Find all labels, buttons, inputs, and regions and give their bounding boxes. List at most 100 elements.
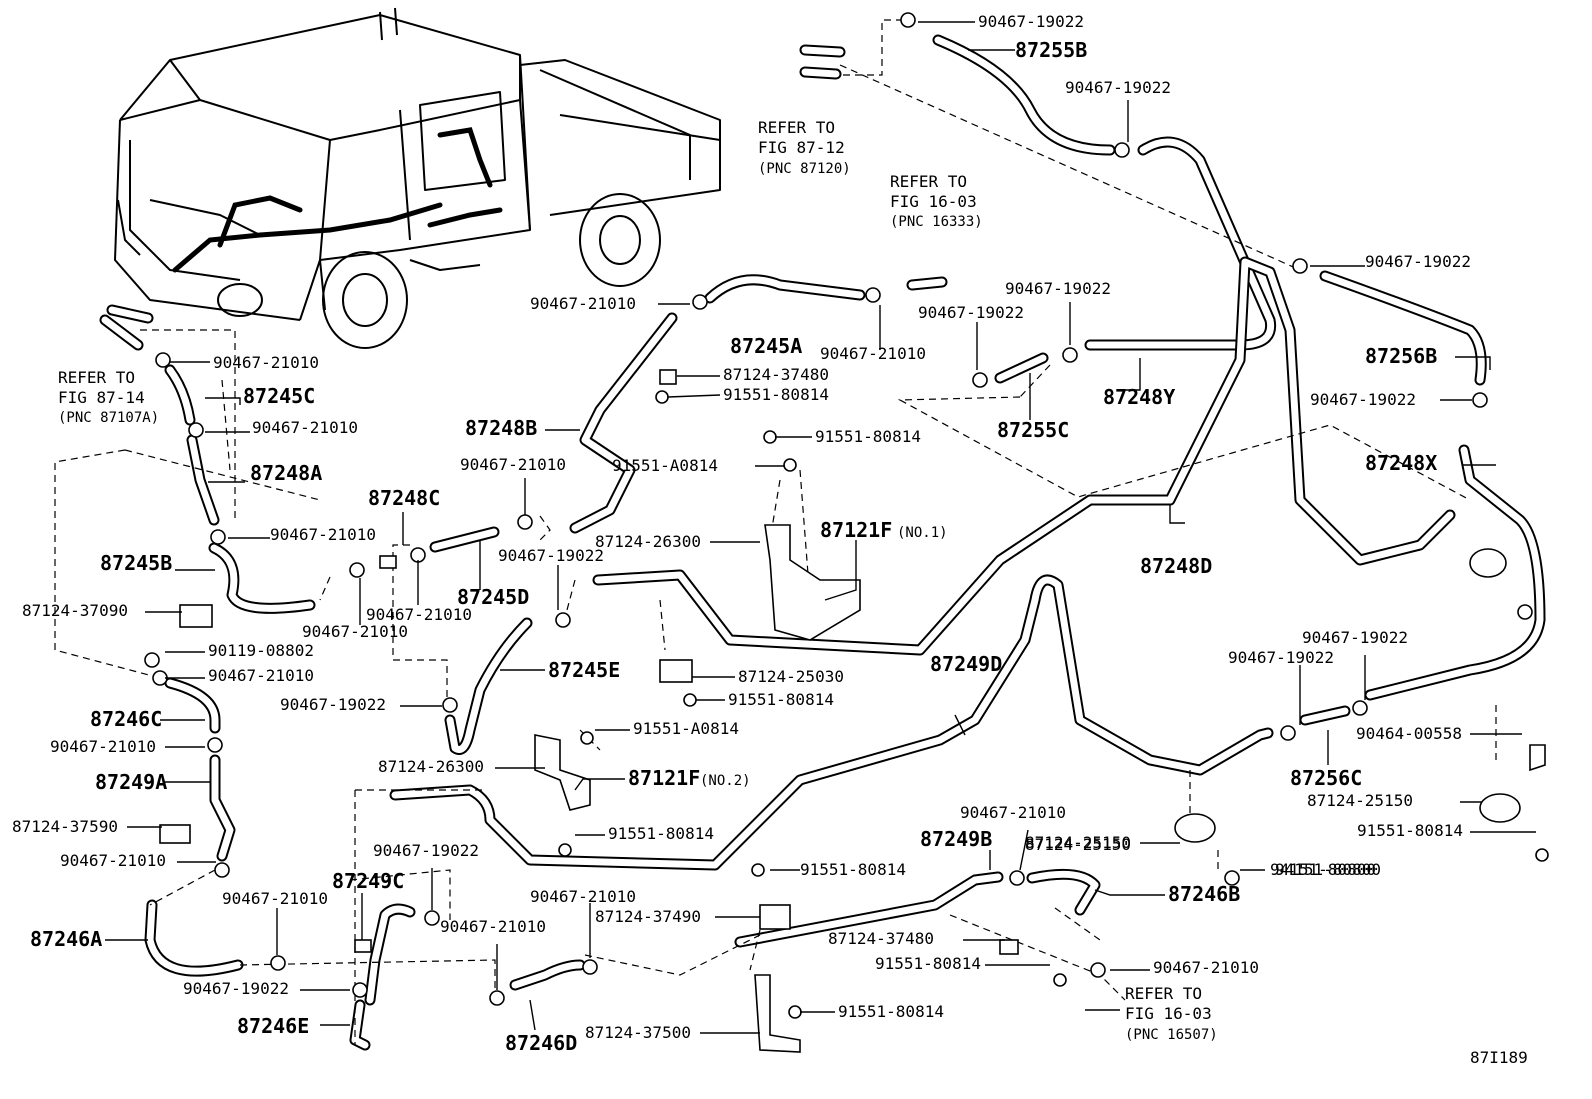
bolt-icon <box>783 458 797 472</box>
hose-clamp-icon <box>582 959 598 975</box>
hose-clamp-icon <box>424 910 440 926</box>
clip-icon <box>179 604 213 628</box>
part-label: (NO.2) <box>700 773 751 789</box>
ref-note-line: FIG 16-03 <box>1125 1004 1212 1023</box>
part-label: (NO.1) <box>897 525 948 541</box>
part-label: 87245B <box>100 551 172 575</box>
hose-clamp-icon <box>1114 142 1130 158</box>
part-label: 91551-80814 <box>608 824 714 843</box>
part-label: 87124-37490 <box>595 907 701 926</box>
hose-clamp-icon <box>1292 258 1308 274</box>
clip-icon <box>659 659 693 683</box>
reference-notes: REFER TO FIG 87-12 (PNC 87120) REFER TO … <box>58 118 1218 1043</box>
bracket-icon <box>754 974 801 1053</box>
hose-87249D <box>389 574 1274 871</box>
part-label: 90467-21010 <box>222 889 328 908</box>
part-label: 90467-19022 <box>1310 390 1416 409</box>
part-label: 87249C <box>332 869 404 893</box>
hose-refer-stubs <box>99 44 948 351</box>
part-label: 87246B <box>1168 882 1240 906</box>
part-label: 87124-26300 <box>595 532 701 551</box>
part-label: 87124-37480 <box>723 365 829 384</box>
clip-icon <box>999 939 1019 955</box>
hose-clamp-icon <box>1062 347 1078 363</box>
hose-87249B <box>734 871 1004 948</box>
hose-clamp-icon <box>1472 392 1488 408</box>
part-label: 87248A <box>250 461 322 485</box>
part-label: 90467-21010 <box>302 622 408 641</box>
clip-icon <box>659 369 677 385</box>
part-label: 87255B <box>1015 38 1087 62</box>
bolt-icon <box>683 693 697 707</box>
ref-note-line: (PNC 87120) <box>758 161 851 177</box>
bolt-icon <box>788 1005 802 1019</box>
hose-87256B <box>1319 270 1487 386</box>
hose-clamp-icon <box>410 547 426 563</box>
hose-clamp-icon <box>349 562 365 578</box>
part-label: 87248B <box>465 416 537 440</box>
hose-clamp-icon <box>188 422 204 438</box>
bolt-icon <box>580 731 594 745</box>
hose-87246E <box>349 999 371 1051</box>
hose-clamp-icon <box>692 294 708 310</box>
ref-note-line: FIG 16-03 <box>890 192 977 211</box>
part-label: 87124-37480 <box>828 929 934 948</box>
bolt-icon <box>763 430 777 444</box>
part-label: 91551-80814 <box>1357 821 1463 840</box>
connector-icon <box>354 939 372 953</box>
hose-clamp-icon <box>1009 870 1025 886</box>
hose-87256C <box>1299 705 1351 726</box>
hose-clamp-icon <box>155 352 171 368</box>
part-label: 90467-19022 <box>1365 252 1471 271</box>
ref-note-line: REFER TO <box>758 118 835 137</box>
part-label: 90467-21010 <box>1153 958 1259 977</box>
connector-icon <box>379 555 397 569</box>
part-label: 90467-19022 <box>918 303 1024 322</box>
hose-clamp-icon <box>865 287 881 303</box>
part-label: 90467-21010 <box>366 605 472 624</box>
part-label: 87124-26300 <box>378 757 484 776</box>
hose-clamp-icon <box>555 612 571 628</box>
hose-87246A <box>144 899 244 977</box>
part-label: 87256B <box>1365 344 1437 368</box>
part-label: 87124-37590 <box>12 817 118 836</box>
hose-clamp-icon <box>972 372 988 388</box>
clip-icon <box>159 824 191 844</box>
hose-87255C <box>994 352 1049 384</box>
hose-87248X <box>1364 444 1546 701</box>
part-label: 90467-21010 <box>208 666 314 685</box>
part-label: 90467-19022 <box>183 979 289 998</box>
hose-clamp-icon <box>270 955 286 971</box>
hose-87255B <box>932 34 1116 156</box>
part-label: 87248D <box>1140 554 1212 578</box>
hose-87246B <box>1026 868 1101 916</box>
hose-clamp-icon <box>352 982 368 998</box>
part-label: 87124-25150 <box>1025 835 1131 854</box>
bolt-icon <box>144 652 160 668</box>
part-label: 90467-21010 <box>270 525 376 544</box>
grommet-icon <box>1469 548 1507 578</box>
part-label: 90467-21010 <box>820 344 926 363</box>
part-label: 90467-21010 <box>530 887 636 906</box>
part-label: 90467-21010 <box>960 803 1066 822</box>
part-label: 87124-25030 <box>738 667 844 686</box>
nut-icon <box>1517 604 1533 620</box>
part-label: 90464-00558 <box>1356 724 1462 743</box>
part-label: 90467-19022 <box>978 12 1084 31</box>
hose-clamp-icon <box>489 990 505 1006</box>
part-label: 87124-37500 <box>585 1023 691 1042</box>
part-label: 87124-37090 <box>22 601 128 620</box>
ref-note-line: (PNC 16333) <box>890 214 983 230</box>
part-label: 91551-80814 <box>875 954 981 973</box>
grommet-icon <box>1174 813 1216 843</box>
part-label: 87256C <box>1290 766 1362 790</box>
part-label: 87255C <box>997 418 1069 442</box>
hose-clamp-icon <box>900 12 916 28</box>
hose-clamp-icon <box>1352 700 1368 716</box>
ref-note-line: FIG 87-12 <box>758 138 845 157</box>
part-label: 87245C <box>243 384 315 408</box>
hose-87245E <box>444 617 533 755</box>
part-label: 87246C <box>90 707 162 731</box>
part-label: 87124-25150 <box>1307 791 1413 810</box>
clip-icon <box>1529 744 1546 772</box>
